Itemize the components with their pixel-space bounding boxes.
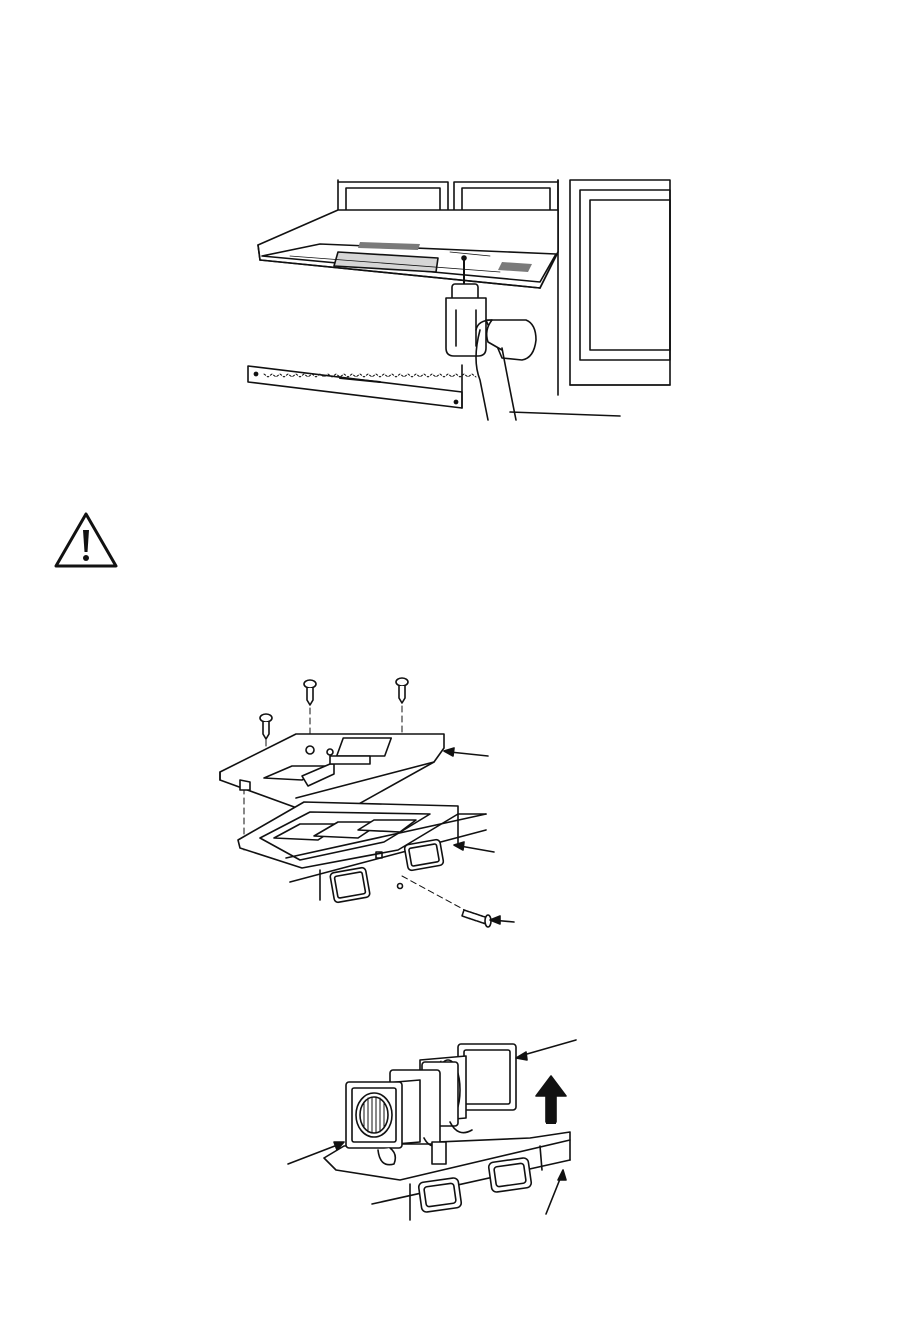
mounting-plate-exploded-illustration [210,670,540,940]
drill-install-illustration [240,180,670,430]
arrow-up-icon [536,1076,566,1124]
mounting-rail [248,365,620,416]
side-cabinet [558,180,670,395]
warning-icon [52,510,120,570]
callout-arrows [444,748,514,924]
install-figure [240,180,670,430]
screw-icon [260,678,408,739]
side-screw-icon [462,910,491,927]
blower-motor-removal-illustration [280,1030,600,1230]
plate-figure [210,670,540,940]
motor-figure [280,1030,600,1230]
microwave-hood [258,210,558,288]
bottom-frame [238,802,486,903]
